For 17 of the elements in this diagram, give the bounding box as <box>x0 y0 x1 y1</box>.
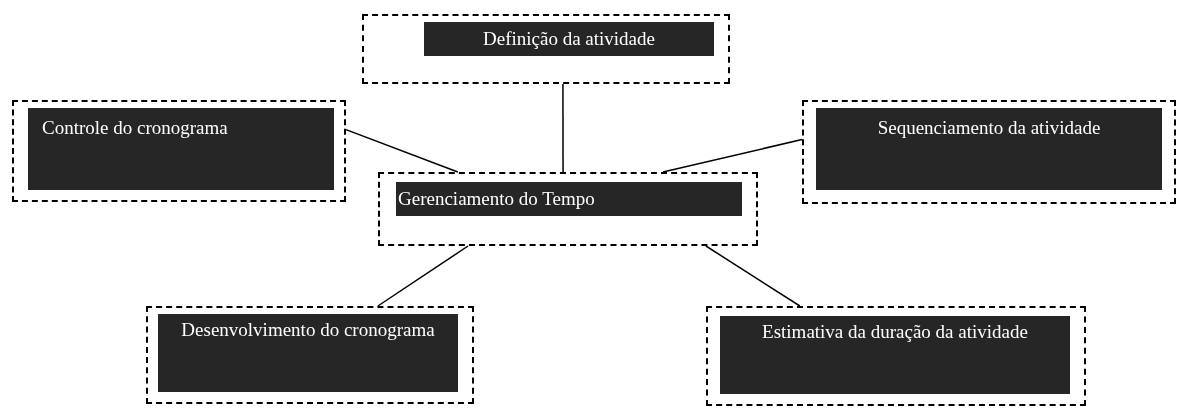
label-block: Definição da atividade <box>424 22 714 56</box>
connector-line <box>705 245 801 307</box>
connector-line <box>562 83 564 173</box>
dashed-frame <box>362 14 730 84</box>
label-block: Desenvolvimento do cronograma <box>158 314 458 392</box>
label-block: Estimativa da duração da atividade <box>720 316 1070 394</box>
dashed-frame <box>378 172 758 246</box>
label-block: Gerenciamento do Tempo <box>396 182 742 216</box>
dashed-frame <box>12 100 346 202</box>
dashed-frame <box>802 100 1176 204</box>
connector-line <box>345 128 459 173</box>
dashed-frame <box>146 306 474 404</box>
connector-line <box>662 138 803 173</box>
dashed-frame <box>706 306 1086 406</box>
label-block: Controle do cronograma <box>28 108 334 190</box>
connector-line <box>377 245 469 307</box>
label-block: Sequenciamento da atividade <box>816 108 1162 190</box>
